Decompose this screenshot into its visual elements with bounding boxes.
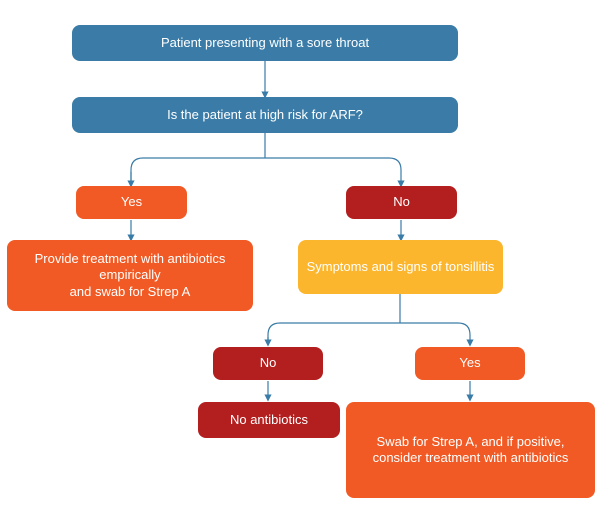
tonsillitis-yes-node: Yes — [415, 347, 525, 380]
high-risk-yes-node: Yes — [76, 186, 187, 219]
arrow-tonsillitis-to-branches — [267, 294, 470, 345]
tonsillitis-question-node: Symptoms and signs of tonsillitis — [298, 240, 503, 294]
empiric-treatment-node: Provide treatment with antibiotics empir… — [7, 240, 253, 311]
start-node: Patient presenting with a sore throat — [72, 25, 458, 61]
arrow-risk-to-branches — [130, 133, 401, 186]
high-risk-no-node: No — [346, 186, 457, 219]
no-antibiotics-node: No antibiotics — [198, 402, 340, 438]
risk-question-node: Is the patient at high risk for ARF? — [72, 97, 458, 133]
tonsillitis-no-node: No — [213, 347, 323, 380]
swab-treatment-node: Swab for Strep A, and if positive, consi… — [346, 402, 595, 498]
